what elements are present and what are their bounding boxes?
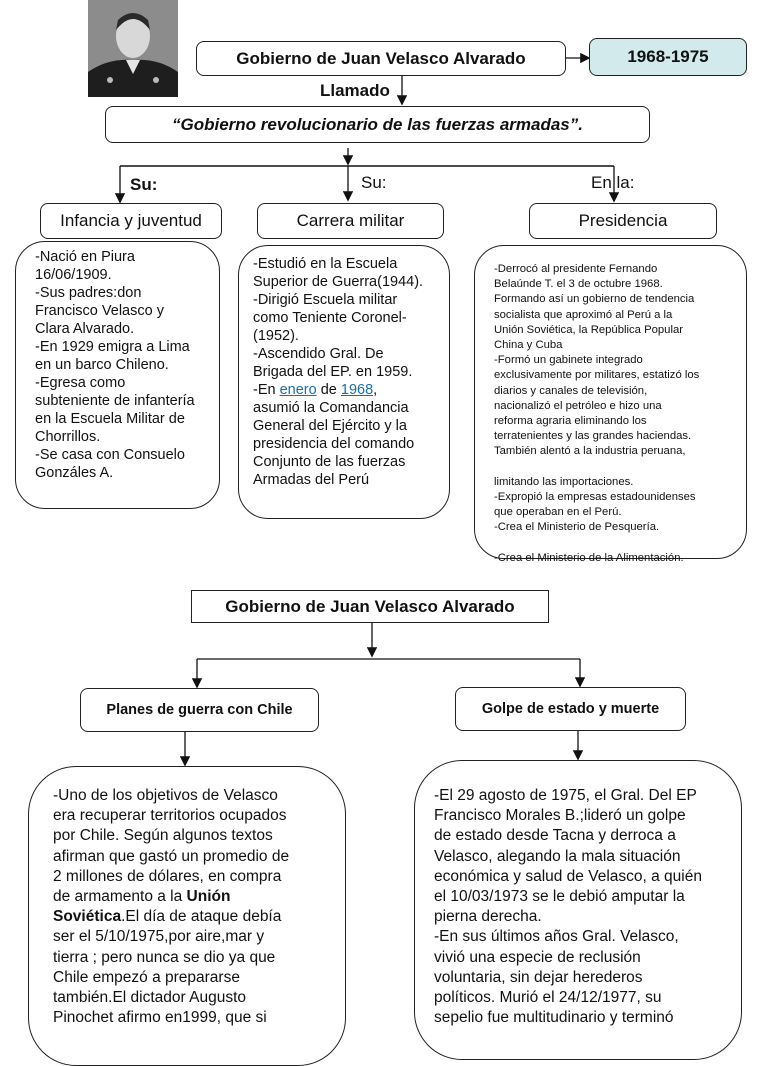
planes-title: Planes de guerra con Chile xyxy=(106,702,292,718)
col-infancia-text: -Nació en Piura 16/06/1909. -Sus padres:… xyxy=(35,248,220,482)
col-carrera-text-de: de xyxy=(317,382,341,398)
link-1968[interactable]: 1968 xyxy=(341,382,373,398)
planes-text-a: -Uno de los objetivos de Velasco era rec… xyxy=(53,787,289,905)
planes-text-b: .El día de ataque debía ser el 5/10/1975… xyxy=(53,908,281,1026)
link-enero[interactable]: enero xyxy=(280,382,317,398)
col-infancia-title-box: Infancia y juventud xyxy=(40,203,222,239)
bottom-title: Gobierno de Juan Velasco Alvarado xyxy=(225,597,514,617)
col-carrera-title: Carrera militar xyxy=(297,211,405,231)
golpe-title: Golpe de estado y muerte xyxy=(482,701,659,717)
col-carrera-text-a: -Estudió en la Escuela Superior de Guerr… xyxy=(253,256,423,398)
en-la-label: En la: xyxy=(591,173,634,193)
col-presidencia-text: -Derrocó al presidente Fernando Belaúnde… xyxy=(494,262,739,566)
col-presidencia-title-box: Presidencia xyxy=(529,203,717,239)
su-mid-label: Su: xyxy=(361,173,387,193)
golpe-text: -El 29 agosto de 1975, el Gral. Del EP F… xyxy=(434,786,734,1028)
years-box: 1968-1975 xyxy=(589,38,747,76)
main-title: Gobierno de Juan Velasco Alvarado xyxy=(236,49,525,69)
years-label: 1968-1975 xyxy=(627,47,708,67)
su-left-label: Su: xyxy=(130,175,157,195)
planes-title-box: Planes de guerra con Chile xyxy=(80,688,319,732)
col-carrera-text: -Estudió en la Escuela Superior de Guerr… xyxy=(253,255,443,489)
col-infancia-title: Infancia y juventud xyxy=(60,211,202,231)
called-label: Llamado xyxy=(320,81,390,101)
col-presidencia-title: Presidencia xyxy=(579,211,668,231)
slogan-box: “Gobierno revolucionario de las fuerzas … xyxy=(105,106,650,143)
slogan-text: “Gobierno revolucionario de las fuerzas … xyxy=(172,115,583,135)
golpe-title-box: Golpe de estado y muerte xyxy=(455,687,686,731)
bottom-title-box: Gobierno de Juan Velasco Alvarado xyxy=(191,590,549,623)
planes-text: -Uno de los objetivos de Velasco era rec… xyxy=(53,786,338,1028)
col-carrera-title-box: Carrera militar xyxy=(257,203,444,239)
main-title-box: Gobierno de Juan Velasco Alvarado xyxy=(196,41,566,76)
